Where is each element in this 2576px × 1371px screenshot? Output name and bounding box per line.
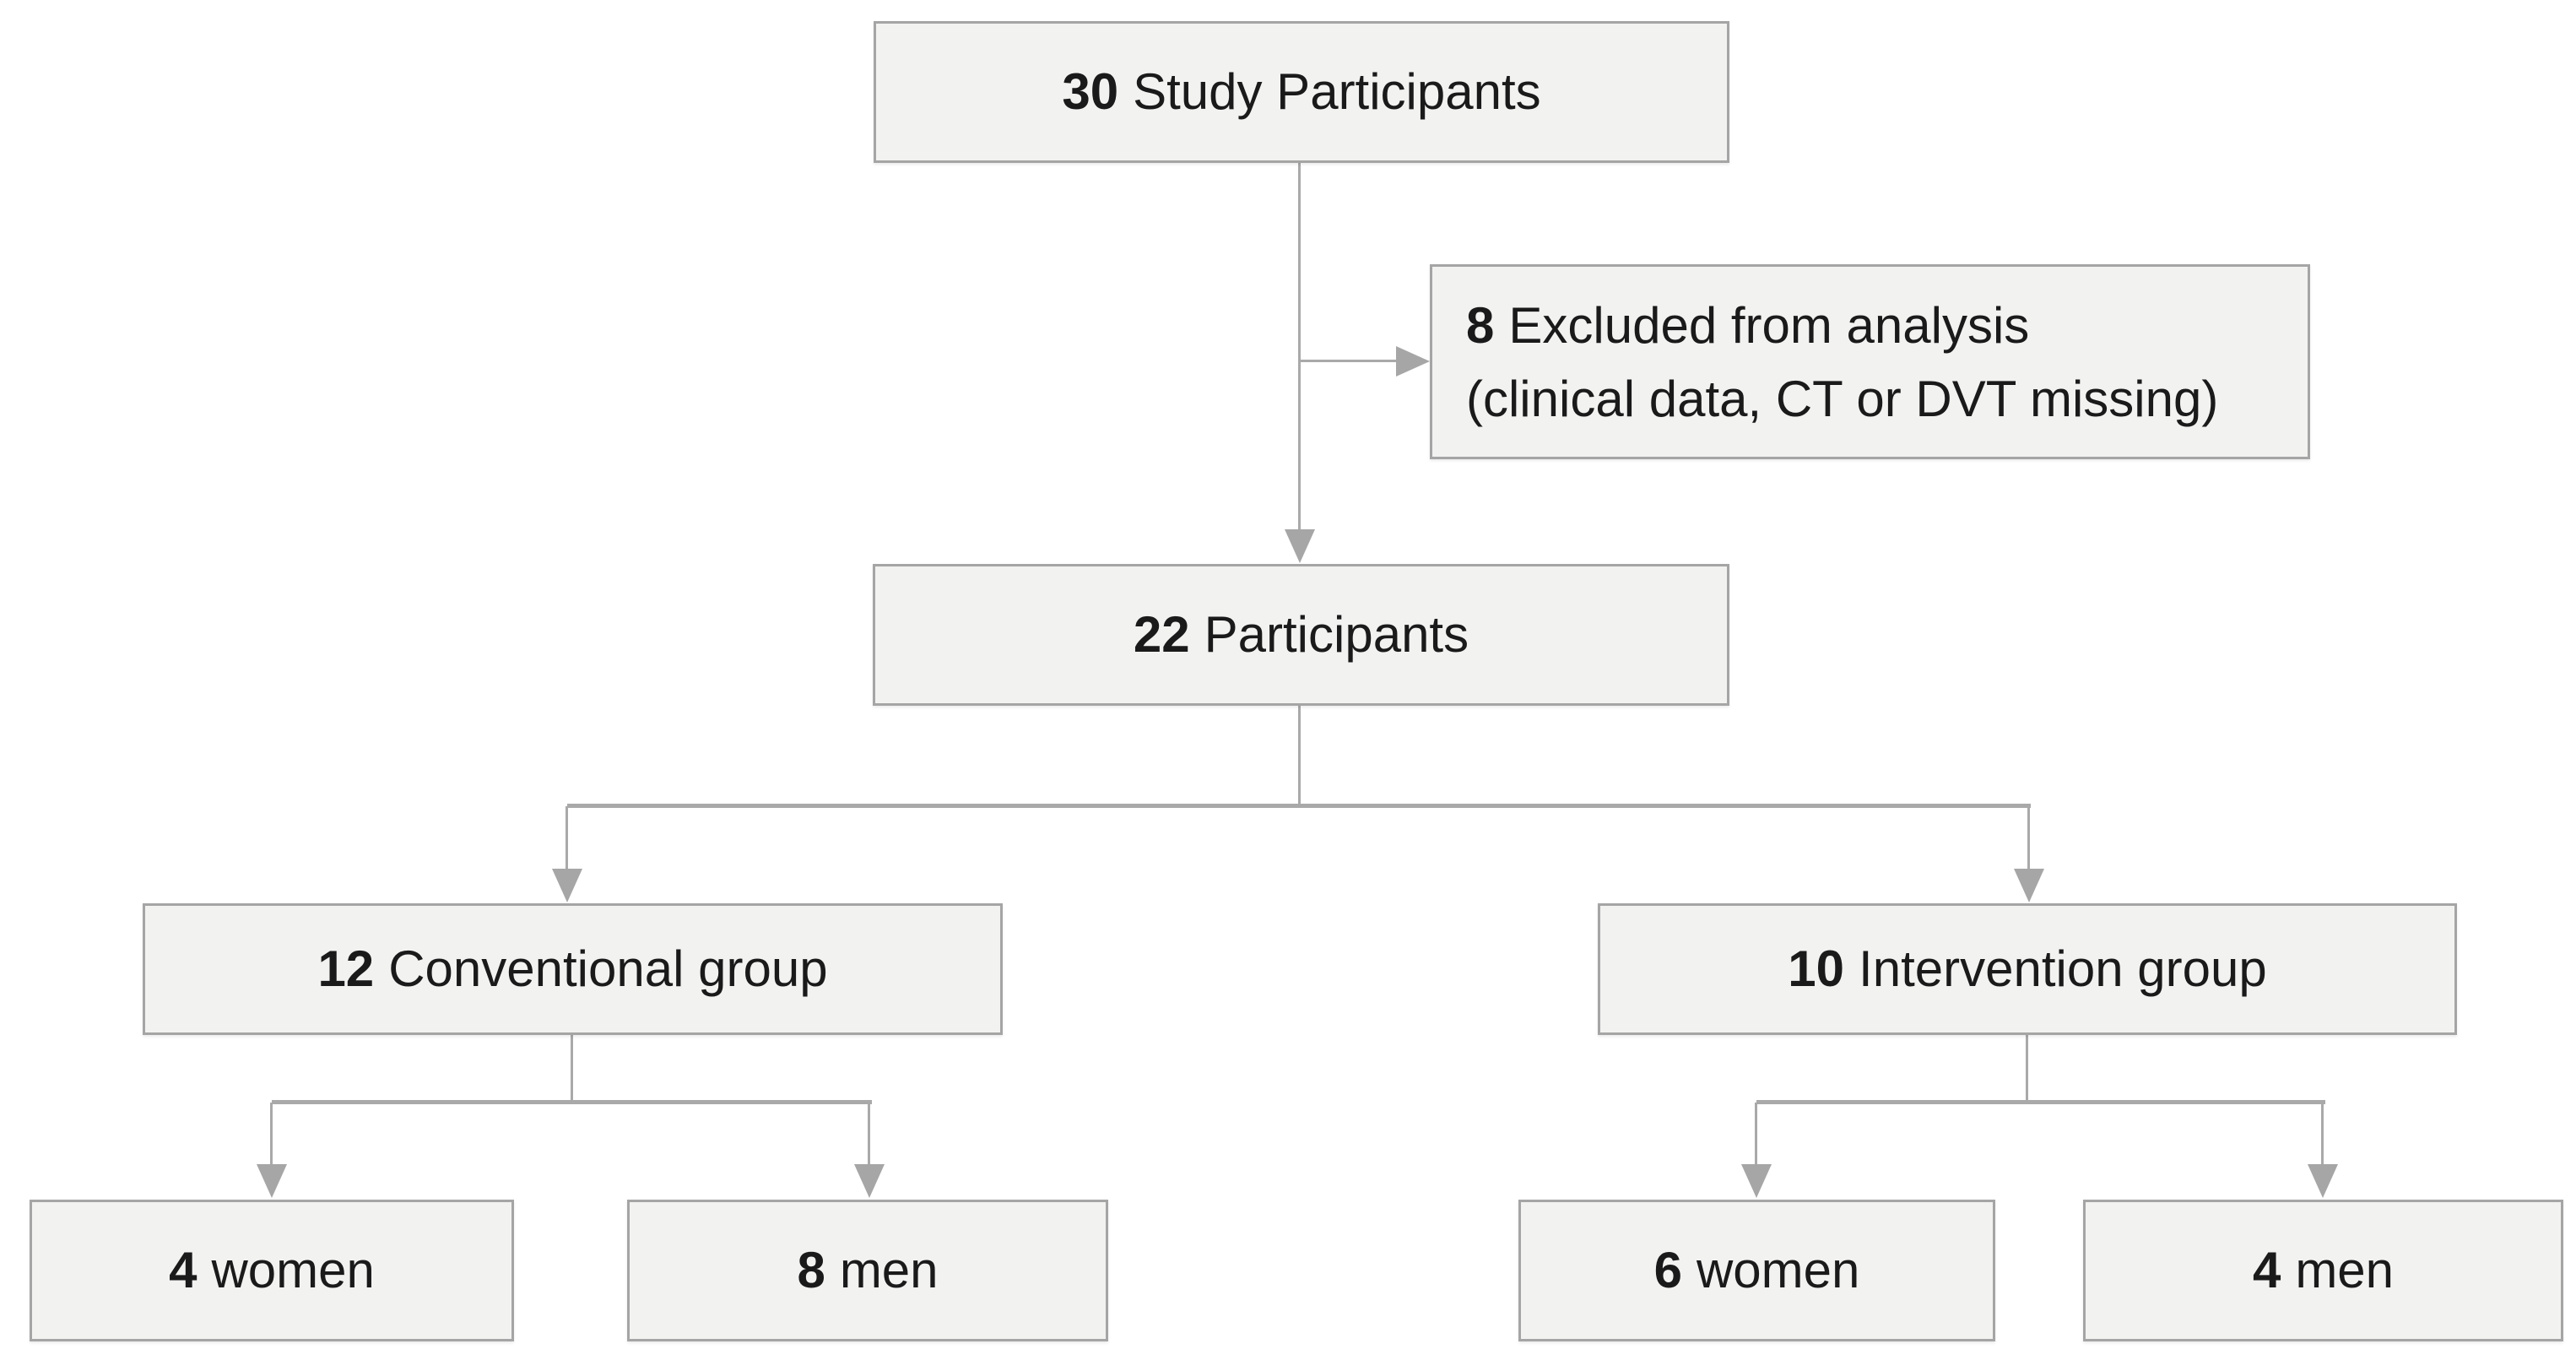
conventional-count: 12 [317, 940, 375, 997]
excluded-line2: (clinical data, CT or DVT missing) [1466, 370, 2219, 427]
connector-drop-int-men [2321, 1103, 2324, 1166]
connector-split-conventional-horizontal [272, 1100, 872, 1104]
arrowhead-into-int-men [2308, 1164, 2338, 1198]
conv-men-count: 8 [797, 1242, 825, 1298]
node-conv-men: 8 men [627, 1200, 1108, 1341]
arrowhead-into-conv-men [854, 1164, 885, 1198]
int-men-label: men [2295, 1242, 2395, 1298]
int-women-label: women [1696, 1242, 1860, 1298]
int-men-count: 4 [2252, 1242, 2281, 1298]
connector-top-to-participants-vertical [1298, 163, 1301, 532]
arrowhead-into-int-women [1741, 1164, 1772, 1198]
node-conventional-group: 12 Conventional group [143, 903, 1003, 1035]
node-conv-women: 4 women [30, 1200, 514, 1341]
node-int-men: 4 men [2083, 1200, 2563, 1341]
conv-men-label: men [839, 1242, 939, 1298]
connector-drop-int-women [1755, 1103, 1757, 1166]
connector-drop-intervention [2027, 806, 2030, 870]
arrowhead-into-intervention [2014, 869, 2044, 902]
study-participants-label: Study Participants [1133, 63, 1541, 120]
node-intervention-group: 10 Intervention group [1598, 903, 2457, 1035]
conventional-label: Conventional group [388, 940, 828, 997]
connector-drop-conv-women [270, 1103, 273, 1166]
connector-intervention-down [2026, 1035, 2028, 1103]
excluded-count: 8 [1466, 296, 1495, 354]
connector-drop-conv-men [868, 1103, 870, 1166]
participants-label: Participants [1204, 606, 1469, 663]
participants-count: 22 [1133, 606, 1190, 663]
node-participants: 22 Participants [873, 564, 1729, 706]
arrowhead-into-conventional [552, 869, 582, 902]
arrowhead-into-participants [1285, 529, 1315, 563]
connector-split-groups-horizontal [567, 804, 2031, 808]
connector-split-intervention-horizontal [1756, 1100, 2325, 1104]
arrowhead-into-excluded [1396, 346, 1430, 377]
arrowhead-into-conv-women [257, 1164, 287, 1198]
node-study-participants: 30 Study Participants [874, 21, 1729, 163]
int-women-count: 6 [1653, 1242, 1682, 1298]
intervention-label: Intervention group [1859, 940, 2267, 997]
study-participants-count: 30 [1062, 63, 1119, 120]
connector-branch-to-excluded [1300, 360, 1398, 362]
intervention-count: 10 [1788, 940, 1845, 997]
connector-drop-conventional [566, 806, 568, 870]
excluded-label: Excluded from analysis [1508, 296, 2030, 354]
connector-conventional-down [571, 1035, 573, 1103]
node-int-women: 6 women [1518, 1200, 1995, 1341]
conv-women-count: 4 [169, 1242, 198, 1298]
connector-participants-down [1298, 706, 1301, 808]
conv-women-label: women [211, 1242, 375, 1298]
